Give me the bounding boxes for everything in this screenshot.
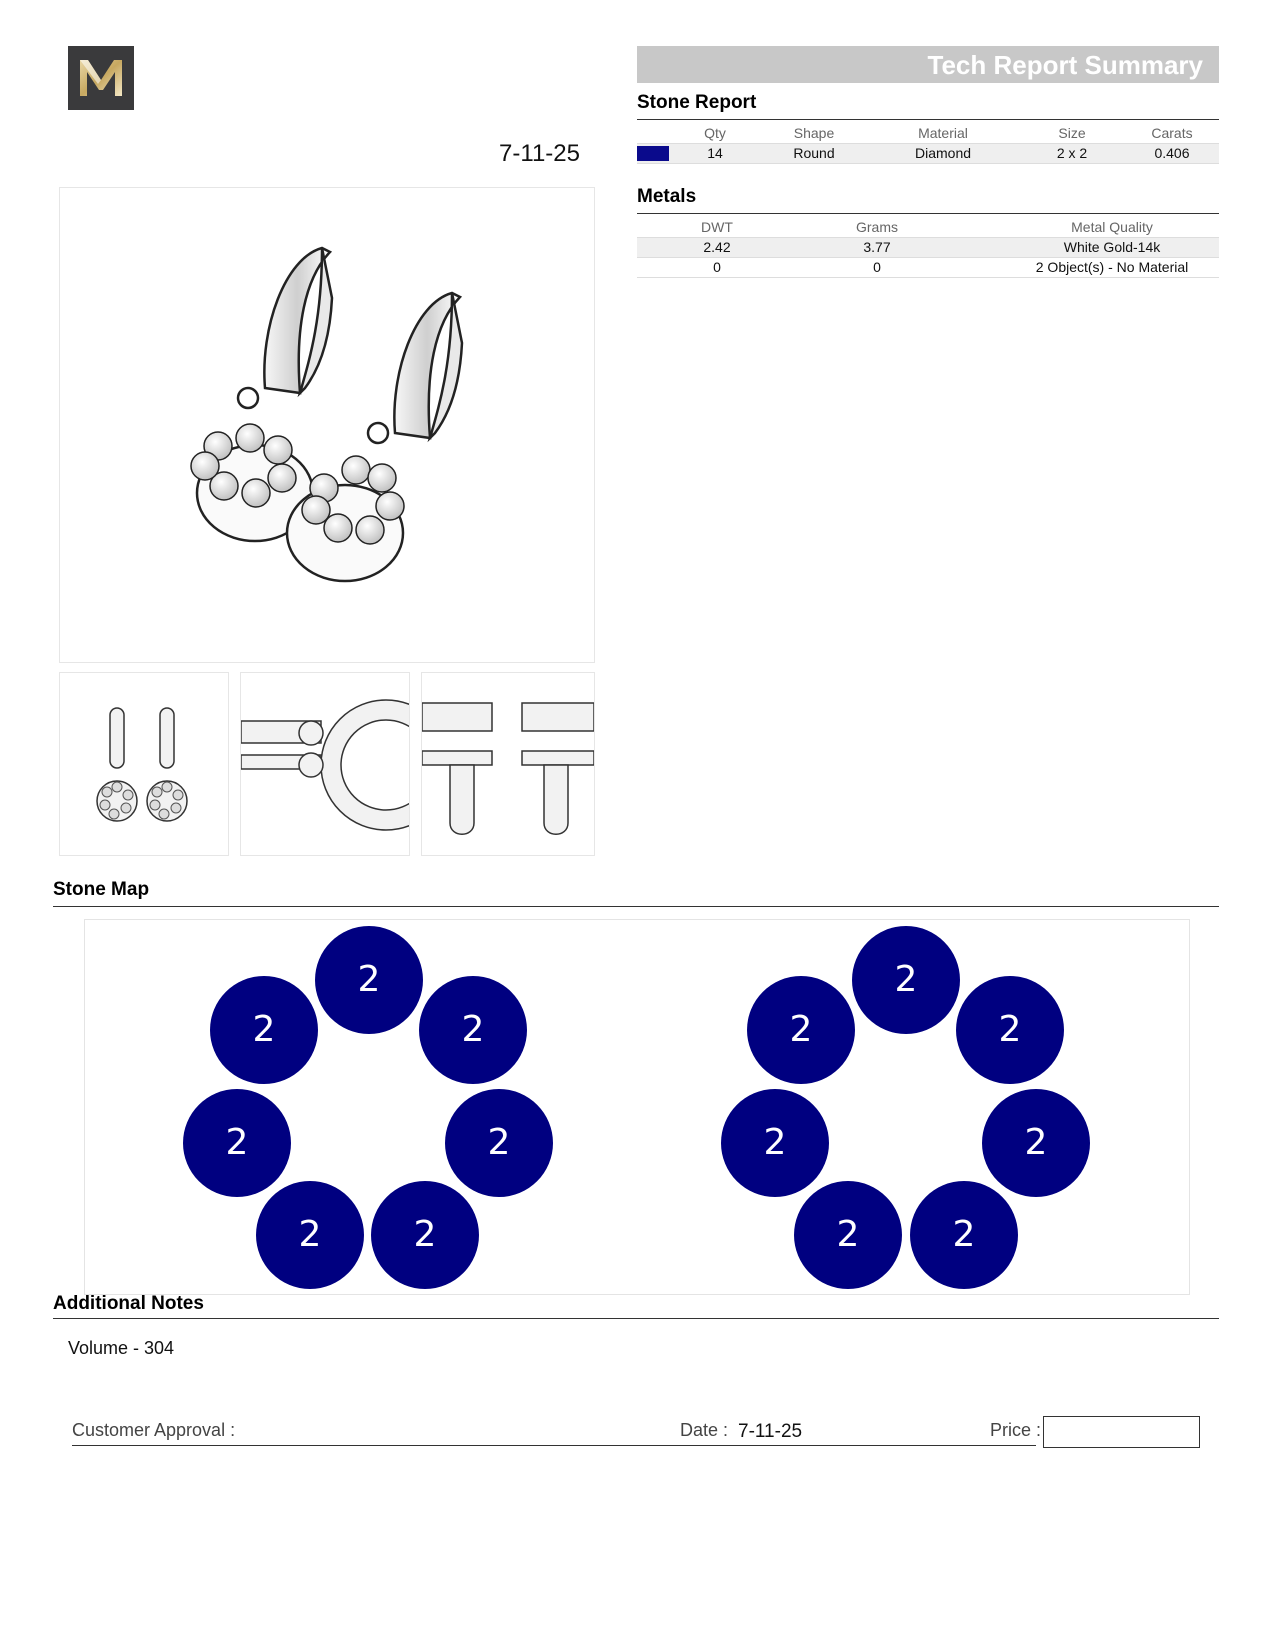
notes-title: Additional Notes — [53, 1293, 204, 1314]
cell-material: Diamond — [914, 145, 972, 161]
approval-date-value: 7-11-25 — [738, 1421, 803, 1442]
report-title-bar: Tech Report Summary — [637, 46, 1219, 83]
cell-metal-quality: White Gold-14k — [1063, 239, 1161, 255]
thumbnail-top-view[interactable] — [421, 672, 595, 856]
stone-left-1[interactable]: 2 — [315, 926, 423, 1034]
customer-approval-label: Customer Approval : — [72, 1420, 236, 1440]
cell-grams: 0 — [873, 259, 881, 275]
table-row: 14 Round Diamond 2 x 2 0.406 — [637, 143, 1219, 164]
metals-title: Metals — [637, 186, 697, 207]
cell-metal-quality: 2 Object(s) - No Material — [1035, 259, 1189, 275]
company-logo — [68, 46, 134, 110]
stone-right-6[interactable]: 2 — [794, 1181, 902, 1289]
cell-grams: 3.77 — [863, 239, 891, 255]
price-label: Price : — [990, 1420, 1042, 1440]
metals-table: DWT Grams Metal Quality 2.42 3.77 White … — [637, 218, 1219, 278]
stone-color-swatch — [637, 146, 669, 161]
approval-date-label: Date : — [680, 1420, 729, 1440]
col-material: Material — [918, 125, 968, 141]
stone-report-table: Qty Shape Material Size Carats 14 Round … — [637, 124, 1219, 164]
stone-map-title: Stone Map — [53, 879, 150, 900]
col-grams: Grams — [856, 219, 898, 235]
col-carats: Carats — [1151, 125, 1193, 141]
table-row: 0 0 2 Object(s) - No Material — [637, 258, 1219, 278]
cell-shape: Round — [793, 145, 835, 161]
metals-header-row: DWT Grams Metal Quality — [637, 218, 1219, 237]
report-title: Tech Report Summary — [927, 50, 1203, 80]
cell-dwt: 0 — [713, 259, 721, 275]
cell-carats: 0.406 — [1154, 145, 1190, 161]
stone-right-4[interactable]: 2 — [721, 1089, 829, 1197]
stone-right-2[interactable]: 2 — [747, 976, 855, 1084]
col-dwt: DWT — [701, 219, 733, 235]
stone-left-4[interactable]: 2 — [183, 1089, 291, 1197]
price-field[interactable] — [1043, 1416, 1200, 1448]
cell-qty: 14 — [707, 145, 723, 161]
stone-left-7[interactable]: 2 — [371, 1181, 479, 1289]
col-size: Size — [1058, 125, 1086, 141]
thumbnail-side-view[interactable] — [240, 672, 410, 856]
notes-text: Volume - 304 — [68, 1338, 175, 1358]
stone-right-1[interactable]: 2 — [852, 926, 960, 1034]
col-qty: Qty — [704, 125, 726, 141]
stone-report-rule — [637, 119, 1219, 120]
cell-size: 2 x 2 — [1056, 145, 1088, 161]
approval-signature-line — [72, 1445, 1036, 1446]
stone-map: 2 2 2 2 2 2 2 2 2 2 2 2 2 2 — [84, 919, 1190, 1295]
stone-report-title: Stone Report — [637, 92, 757, 113]
table-row: 2.42 3.77 White Gold-14k — [637, 237, 1219, 258]
stone-left-6[interactable]: 2 — [256, 1181, 364, 1289]
stone-report-header-row: Qty Shape Material Size Carats — [637, 124, 1219, 143]
stone-map-rule — [53, 906, 1219, 907]
thumbnail-front-view[interactable] — [59, 672, 229, 856]
stone-right-5[interactable]: 2 — [982, 1089, 1090, 1197]
cell-dwt: 2.42 — [703, 239, 731, 255]
stone-right-3[interactable]: 2 — [956, 976, 1064, 1084]
stone-left-2[interactable]: 2 — [210, 976, 318, 1084]
report-date: 7-11-25 — [499, 140, 580, 167]
main-render-image[interactable] — [59, 187, 595, 663]
stone-right-7[interactable]: 2 — [910, 1181, 1018, 1289]
notes-rule — [53, 1318, 1219, 1319]
stone-left-5[interactable]: 2 — [445, 1089, 553, 1197]
stone-left-3[interactable]: 2 — [419, 976, 527, 1084]
col-shape: Shape — [793, 125, 835, 141]
col-metal-quality: Metal Quality — [1071, 219, 1153, 235]
metals-rule — [637, 213, 1219, 214]
